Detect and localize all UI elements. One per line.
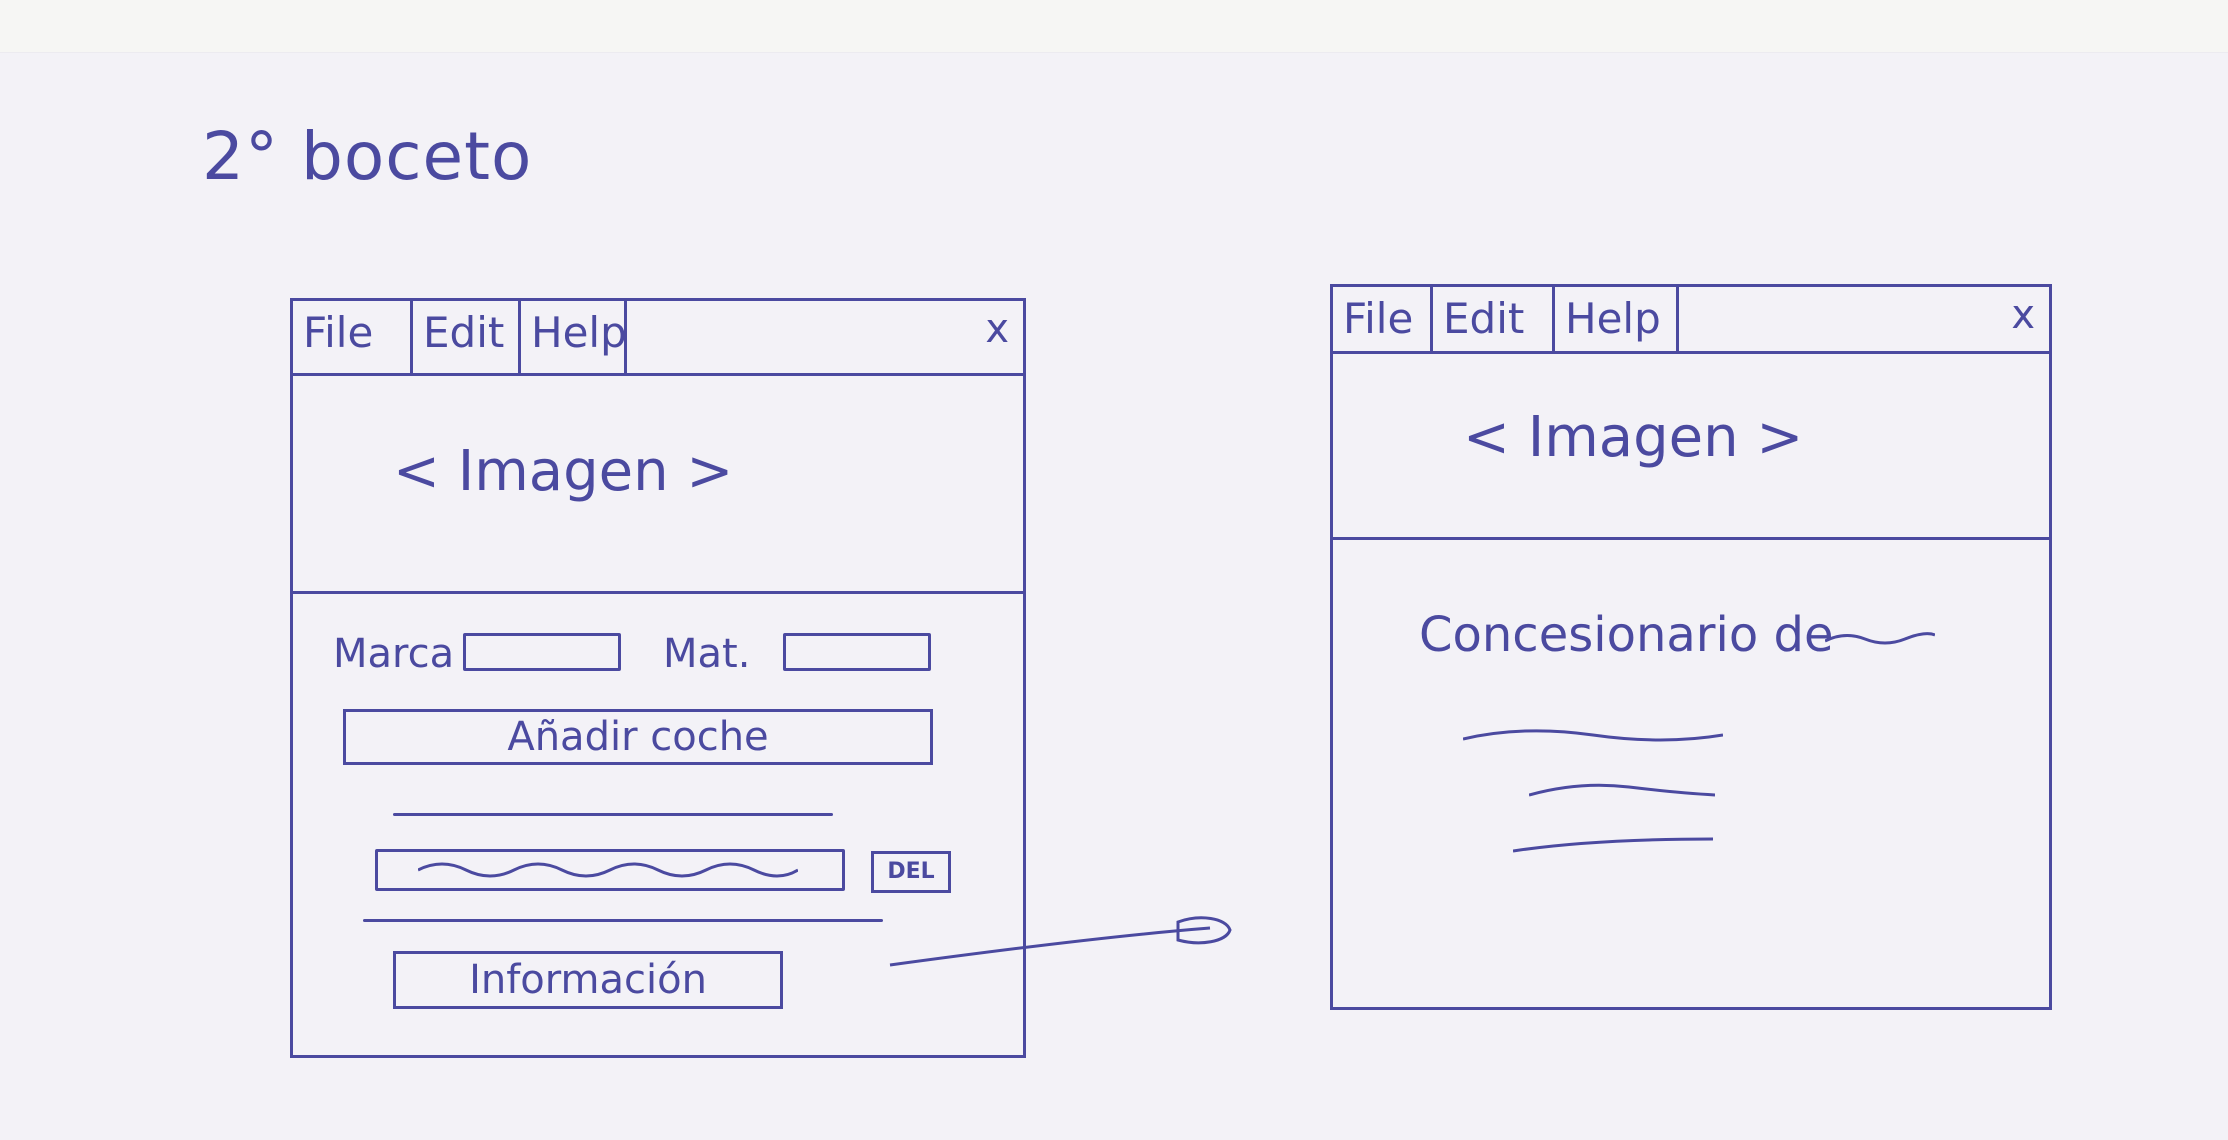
- menu-help[interactable]: Help: [1555, 287, 1679, 351]
- close-icon[interactable]: x: [2011, 292, 2035, 338]
- list-item[interactable]: [375, 849, 845, 891]
- info-button[interactable]: Información: [393, 951, 783, 1009]
- dealership-title: Concesionario de: [1419, 607, 1834, 663]
- menu-help[interactable]: Help: [521, 301, 627, 373]
- info-line-2: [1529, 783, 1715, 797]
- sketch-title: 2° boceto: [202, 118, 533, 195]
- paper-top-strip: [0, 0, 2228, 53]
- del-button[interactable]: DEL: [871, 851, 951, 893]
- menu-file[interactable]: File: [1333, 287, 1433, 351]
- close-icon[interactable]: x: [985, 306, 1009, 352]
- mat-label: Mat.: [663, 631, 751, 677]
- menu-edit[interactable]: Edit: [413, 301, 521, 373]
- mat-input[interactable]: [783, 633, 931, 671]
- image-placeholder: < Imagen >: [1333, 351, 2049, 540]
- add-car-button[interactable]: Añadir coche: [343, 709, 933, 765]
- image-label: < Imagen >: [393, 439, 734, 504]
- info-window-sketch: File Edit Help x < Imagen > Concesionari…: [1330, 284, 2052, 1010]
- dealership-name-scribble: [1825, 632, 1935, 645]
- separator-line: [363, 919, 883, 922]
- list-item-text: [418, 862, 798, 878]
- marca-label: Marca: [333, 631, 455, 677]
- info-line-3: [1513, 837, 1713, 853]
- menu-file[interactable]: File: [293, 301, 413, 373]
- info-line-1: [1463, 729, 1723, 742]
- menu-bar: File Edit Help x: [1333, 287, 2049, 354]
- main-window-sketch: File Edit Help x < Imagen > Marca Mat. A…: [290, 298, 1026, 1058]
- marca-input[interactable]: [463, 633, 621, 671]
- menu-edit[interactable]: Edit: [1433, 287, 1555, 351]
- image-label: < Imagen >: [1463, 405, 1804, 470]
- list-header-line: [393, 813, 833, 816]
- menu-bar: File Edit Help x: [293, 301, 1023, 376]
- image-placeholder: < Imagen >: [293, 373, 1023, 594]
